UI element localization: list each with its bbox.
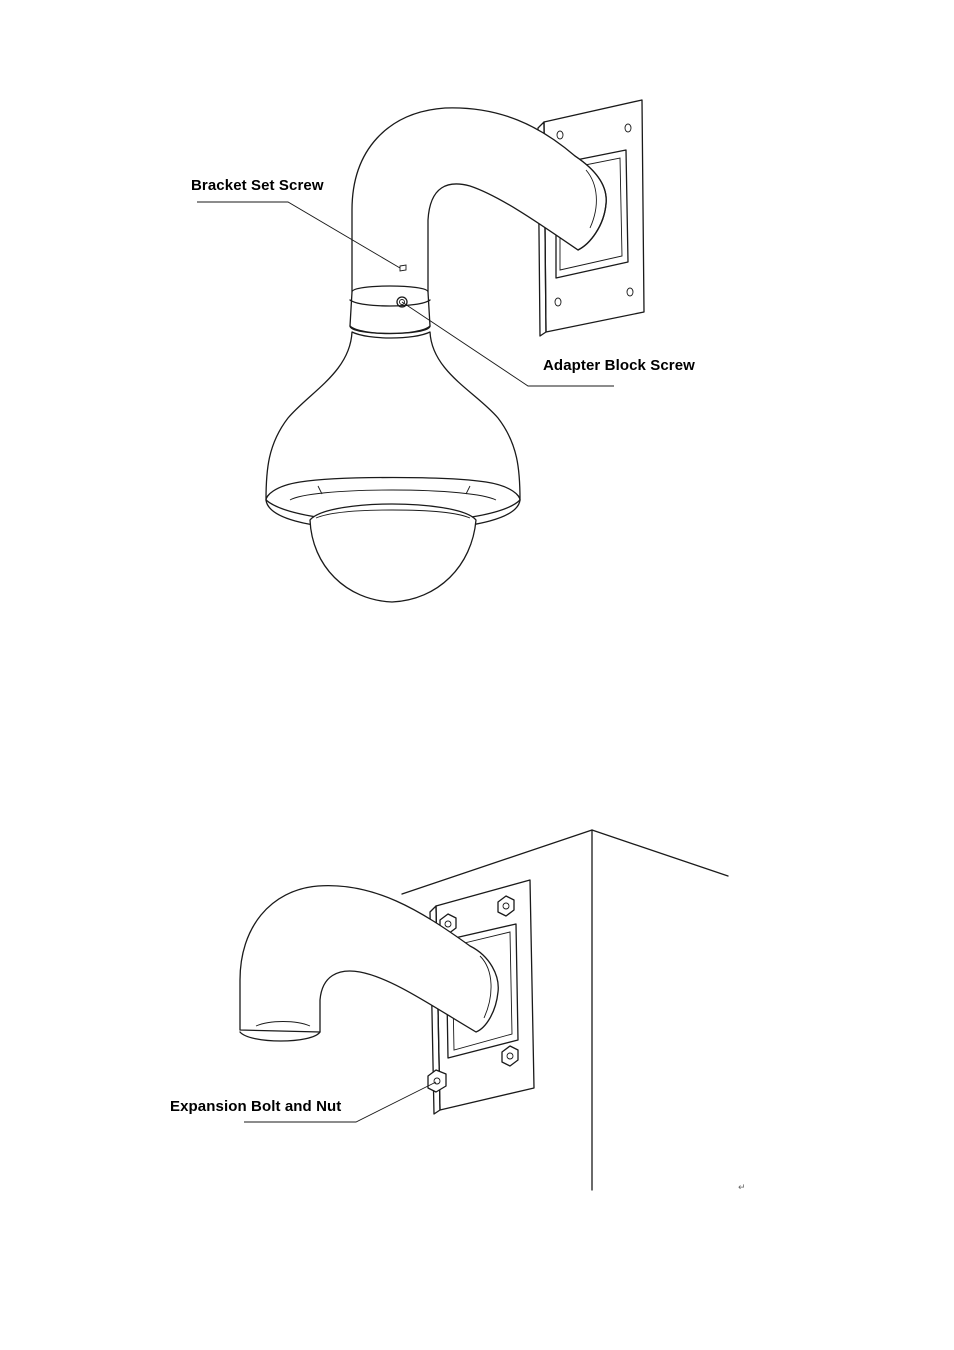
expansion-bolt-and-nut-label: Expansion Bolt and Nut xyxy=(170,1098,341,1115)
adapter-block-screw-label: Adapter Block Screw xyxy=(543,357,695,374)
wall-corner xyxy=(402,830,728,894)
bracket-set-screw-label: Bracket Set Screw xyxy=(191,177,324,194)
wall-mount-illustration xyxy=(0,800,954,1220)
adapter-collar xyxy=(350,286,430,334)
paragraph-mark: ↵ xyxy=(738,1182,746,1193)
dome-camera-illustration xyxy=(0,0,954,640)
wall-mount-diagram: Expansion Bolt and Nut ↵ xyxy=(0,800,954,1220)
dome-housing xyxy=(266,332,520,523)
dome-camera-bracket-diagram: Bracket Set Screw Adapter Block Screw xyxy=(0,0,954,640)
dome-bubble xyxy=(310,504,476,602)
